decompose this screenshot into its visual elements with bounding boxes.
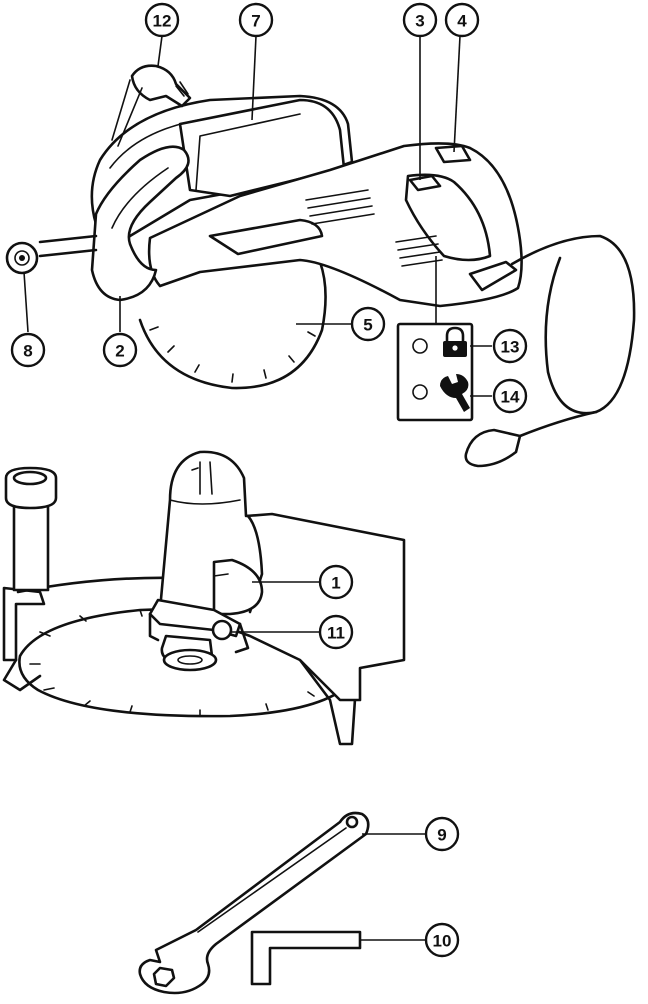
svg-text:5: 5 [363,316,372,335]
spindle-detail [4,452,404,744]
svg-text:3: 3 [415,12,424,31]
svg-text:10: 10 [433,932,452,951]
callout-9: 9 [426,818,458,850]
svg-text:12: 12 [153,12,172,31]
svg-text:8: 8 [23,342,32,361]
power-cord [466,236,634,466]
water-connector [7,236,96,273]
callout-10: 10 [426,924,458,956]
callout-12: 12 [146,4,178,36]
callout-7: 7 [240,4,272,36]
callout-5: 5 [352,308,384,340]
accessories [140,813,426,993]
svg-text:11: 11 [327,624,345,643]
detail-water-pipe [6,468,56,590]
callout-3: 3 [404,4,436,36]
svg-text:9: 9 [437,826,446,845]
callout-2: 2 [104,334,136,366]
callout-14: 14 [494,380,526,412]
saw-overview [7,36,634,466]
callout-4: 4 [446,4,478,36]
svg-text:13: 13 [501,338,520,357]
blade-guard-lever [132,66,190,106]
svg-text:14: 14 [501,388,520,407]
callout-11: 11 [320,616,352,648]
callout-13: 13 [494,330,526,362]
svg-text:7: 7 [251,12,260,31]
hex-key [252,932,360,984]
callout-8: 8 [12,334,44,366]
svg-text:1: 1 [331,574,340,593]
callout-1: 1 [320,566,352,598]
svg-text:2: 2 [115,342,124,361]
svg-text:4: 4 [457,12,467,31]
